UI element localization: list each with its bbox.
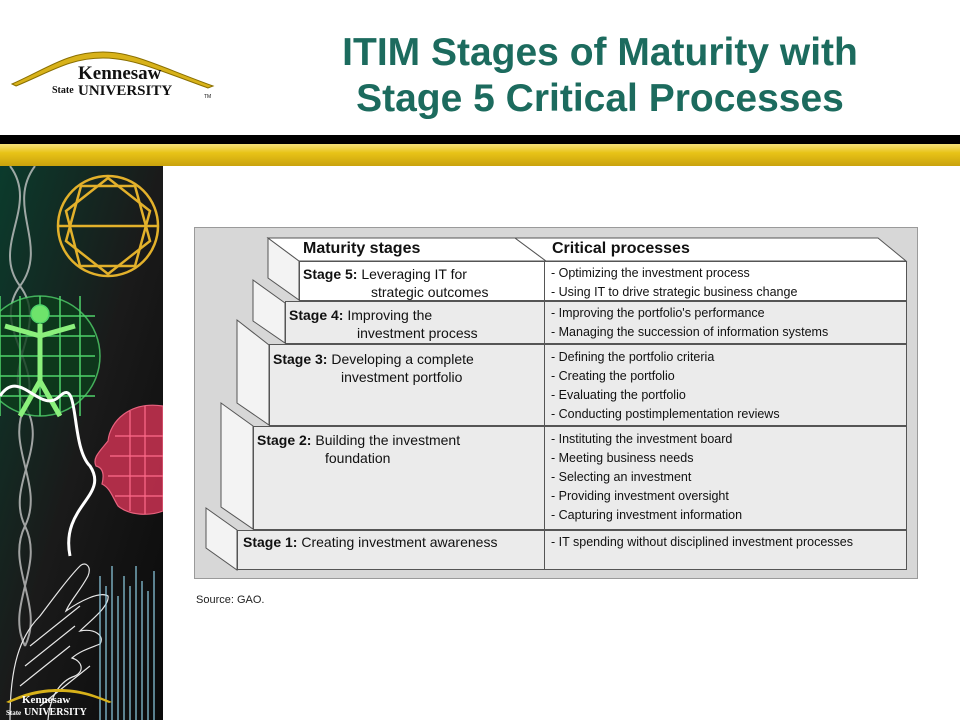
svg-text:Kennesaw: Kennesaw xyxy=(22,694,70,706)
stage-2-label: Stage 2: Building the investment xyxy=(257,432,461,448)
stage-4-label: Stage 4: Improving the xyxy=(289,307,433,323)
stage-2-label-cont: foundation xyxy=(325,450,391,466)
stage-4-process-2: - Managing the succession of information… xyxy=(551,325,829,339)
stage-3-process-2: - Creating the portfolio xyxy=(551,369,675,383)
stage-3-process-1: - Defining the portfolio criteria xyxy=(551,350,715,364)
logo-kennesaw-text: Kennesaw xyxy=(78,63,162,84)
stage-3-label: Stage 3: Developing a complete xyxy=(273,351,474,367)
stage-3-process-4: - Conducting postimplementation reviews xyxy=(551,407,780,421)
barcode-pattern xyxy=(99,566,155,720)
title-line-2: Stage 5 Critical Processes xyxy=(356,77,844,120)
stage-2-process-1: - Instituting the investment board xyxy=(551,432,733,446)
stage-2-process-5: - Capturing investment information xyxy=(551,508,743,522)
stage-5-label-cont: strategic outcomes xyxy=(371,284,489,300)
column-divider xyxy=(544,261,545,570)
stage-4-process-1: - Improving the portfolio's performance xyxy=(551,306,765,320)
stage-1-row xyxy=(237,530,907,570)
page-title: ITIM Stages of Maturity with Stage 5 Cri… xyxy=(240,30,960,122)
stage-5-label: Stage 5: Leveraging IT for xyxy=(303,266,467,282)
svg-text:TM: TM xyxy=(204,94,211,100)
header-black-bar xyxy=(0,135,960,144)
stage-4-label-cont: investment process xyxy=(357,325,478,341)
white-wave-line xyxy=(0,384,97,557)
title-line-1: ITIM Stages of Maturity with xyxy=(342,31,858,74)
stage-1-label: Stage 1: Creating investment awareness xyxy=(243,534,498,550)
gold-network-globe-icon xyxy=(56,174,160,278)
stage-5-process-1: - Optimizing the investment process xyxy=(551,266,750,280)
stage-4-row xyxy=(285,301,907,344)
stage-3-row xyxy=(269,344,907,426)
stage-1-process-1: - IT spending without disciplined invest… xyxy=(551,535,854,549)
svg-text:State: State xyxy=(52,85,74,96)
svg-text:UNIVERSITY: UNIVERSITY xyxy=(78,83,172,99)
maturity-stages-diagram: Maturity stages Critical processes Stage… xyxy=(194,227,918,579)
stage-2-process-3: - Selecting an investment xyxy=(551,470,692,484)
stage-2-row xyxy=(253,426,907,530)
wireframe-hand-icon xyxy=(9,563,109,720)
wireframe-head-icon xyxy=(94,404,163,515)
header-critical-processes: Critical processes xyxy=(552,240,690,257)
decorative-side-artwork xyxy=(0,166,163,720)
stage-2-process-2: - Meeting business needs xyxy=(551,451,694,465)
stage-5-row xyxy=(299,261,907,301)
source-note: Source: GAO. xyxy=(196,594,265,606)
stage-2-process-4: - Providing investment oversight xyxy=(551,489,729,503)
diagram-header-slab xyxy=(205,237,908,571)
svg-text:State: State xyxy=(6,709,21,717)
header-gold-bar xyxy=(0,144,960,166)
stage-3-process-3: - Evaluating the portfolio xyxy=(551,388,686,402)
kennesaw-state-logo: Kennesaw State UNIVERSITY TM xyxy=(10,51,215,100)
stage-5-process-2: - Using IT to drive strategic business c… xyxy=(551,285,798,299)
header-maturity-stages: Maturity stages xyxy=(303,240,421,257)
stage-3-label-cont: investment portfolio xyxy=(341,369,463,385)
vitruvian-figure-icon xyxy=(0,295,101,418)
side-kennesaw-logo: Kennesaw State UNIVERSITY xyxy=(4,688,114,718)
svg-text:UNIVERSITY: UNIVERSITY xyxy=(24,707,88,718)
